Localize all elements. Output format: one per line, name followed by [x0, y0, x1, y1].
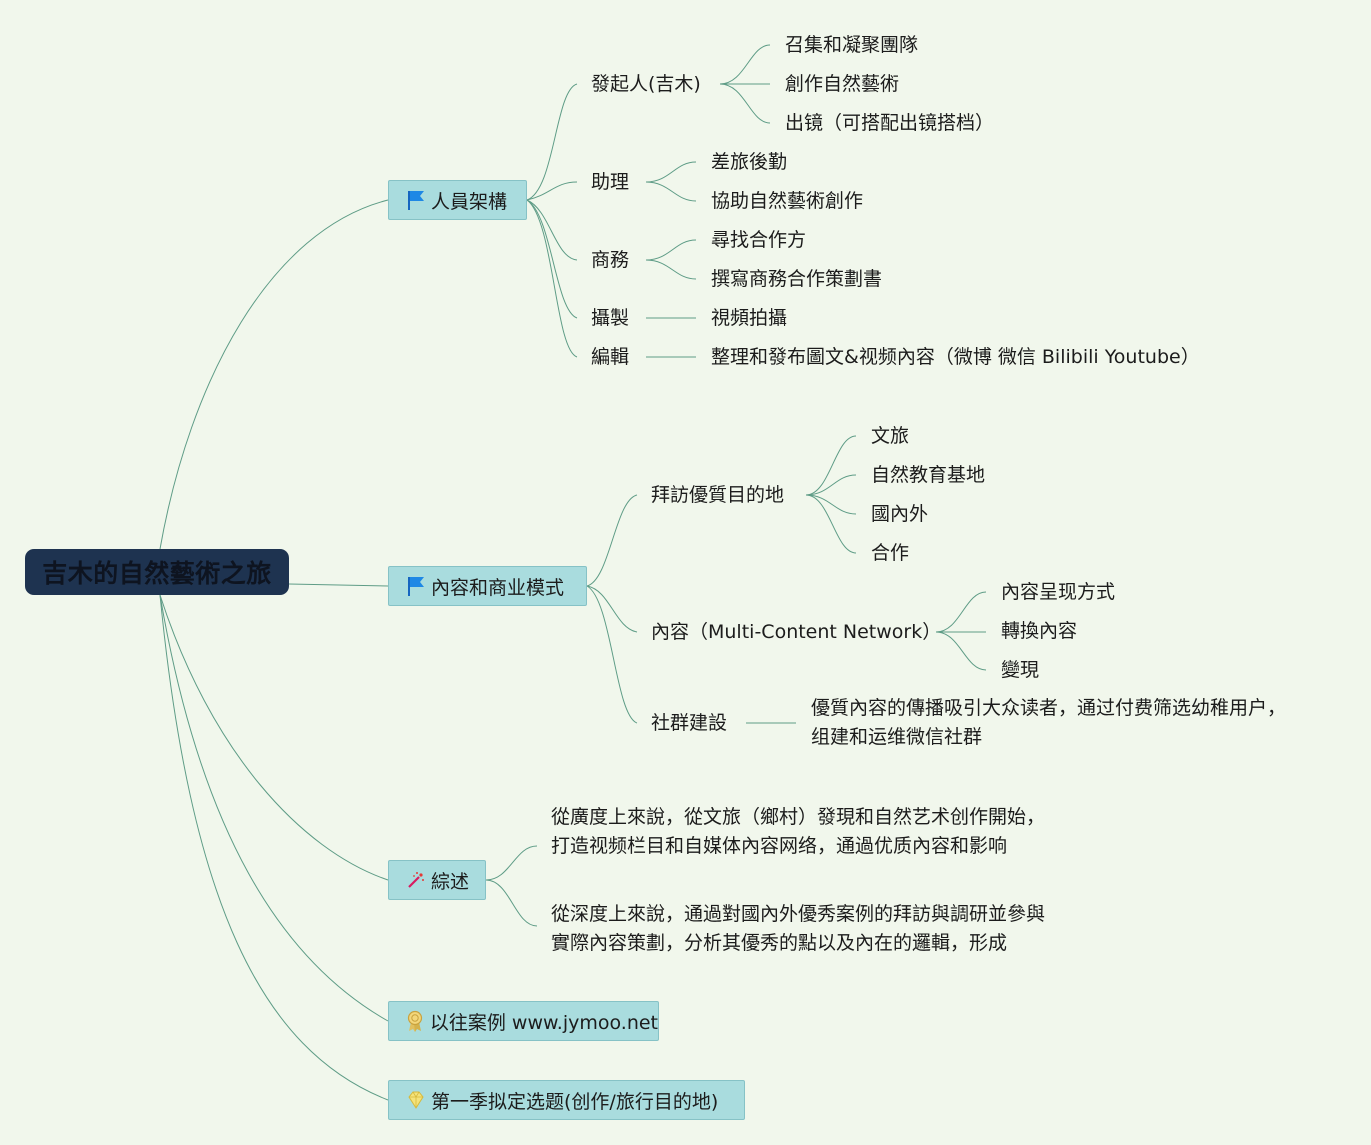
magic-wand-icon	[405, 869, 427, 891]
award-ribbon-icon	[405, 1010, 426, 1032]
node-assistant[interactable]: 助理	[591, 171, 630, 193]
node-community-text[interactable]: 優質內容的傳播吸引大众读者，通过付费筛选幼稚用户， 组建和运维微信社群	[811, 694, 1331, 752]
branch-season-label: 第一季拟定选题(创作/旅行目的地)	[431, 1090, 719, 1113]
branch-cases-label: 以往案例 www.jymoo.net	[429, 1011, 658, 1034]
branch-content-label: 內容和商业模式	[431, 576, 565, 599]
node-business-item-1[interactable]: 尋找合作方	[711, 229, 807, 251]
node-founder-item-2[interactable]: 創作自然藝術	[785, 73, 900, 95]
node-assistant-item-2[interactable]: 協助自然藝術創作	[711, 190, 864, 212]
node-mcn[interactable]: 內容（Multi-Content Network）	[651, 621, 942, 643]
flag-icon	[405, 575, 427, 597]
node-visit[interactable]: 拜訪優質目的地	[651, 484, 785, 506]
branch-content[interactable]: 內容和商业模式	[388, 566, 587, 606]
node-assistant-item-1[interactable]: 差旅後勤	[711, 151, 788, 173]
branch-staff-label: 人員架構	[431, 190, 508, 213]
node-filming[interactable]: 攝製	[591, 307, 630, 329]
node-mcn-item-1[interactable]: 內容呈现方式	[1001, 581, 1116, 603]
node-visit-item-2[interactable]: 自然教育基地	[871, 464, 986, 486]
node-mcn-item-3[interactable]: 變現	[1001, 659, 1040, 681]
branch-season[interactable]: 第一季拟定选题(创作/旅行目的地)	[388, 1080, 745, 1120]
node-summary-para-2[interactable]: 從深度上來說，通過對國內外優秀案例的拜訪與調研並參與實際內容策劃，分析其優秀的點…	[551, 903, 1046, 954]
flag-icon	[405, 189, 427, 211]
branch-summary-label: 綜述	[431, 870, 470, 893]
community-text-line-2: 组建和运维微信社群	[811, 726, 983, 748]
branch-staff[interactable]: 人員架構	[388, 180, 527, 220]
node-founder[interactable]: 發起人(吉木)	[591, 73, 701, 95]
node-filming-item-1[interactable]: 視頻拍攝	[711, 307, 788, 329]
node-founder-item-3[interactable]: 出镜（可搭配出镜搭档）	[785, 112, 995, 134]
root-node[interactable]: 吉木的自然藝術之旅	[25, 549, 289, 595]
branch-summary[interactable]: 綜述	[388, 860, 486, 900]
branch-cases[interactable]: 以往案例 www.jymoo.net	[388, 1001, 659, 1041]
node-visit-item-4[interactable]: 合作	[871, 542, 910, 564]
node-mcn-item-2[interactable]: 轉換內容	[1001, 620, 1078, 642]
node-business[interactable]: 商務	[591, 249, 630, 271]
node-summary-para-1[interactable]: 從廣度上來說，從文旅（鄉村）發現和自然艺术创作開始，打造视频栏目和自媒体內容网络…	[551, 806, 1046, 857]
node-business-item-2[interactable]: 撰寫商務合作策劃書	[711, 268, 883, 290]
community-text-line-1: 優質內容的傳播吸引大众读者，通过付费筛选幼稚用户，	[811, 697, 1287, 719]
node-founder-item-1[interactable]: 召集和凝聚團隊	[785, 34, 919, 56]
node-editing[interactable]: 編輯	[591, 346, 630, 368]
node-editing-item-1[interactable]: 整理和發布圖文&视频內容（微博 微信 Bilibili Youtube）	[711, 346, 1200, 368]
node-visit-item-1[interactable]: 文旅	[871, 425, 910, 447]
diamond-icon	[405, 1089, 427, 1111]
root-label: 吉木的自然藝術之旅	[42, 559, 272, 588]
node-visit-item-3[interactable]: 國內外	[871, 503, 929, 525]
node-community[interactable]: 社群建設	[651, 712, 728, 734]
